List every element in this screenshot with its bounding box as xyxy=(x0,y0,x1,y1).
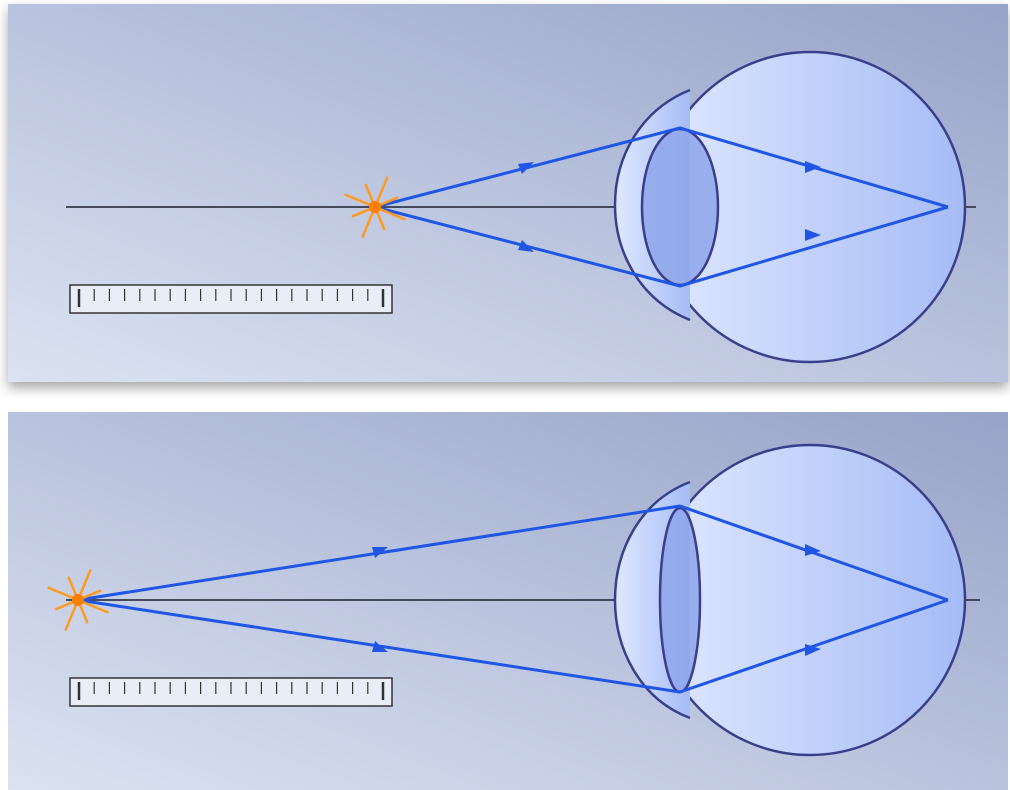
star-icon xyxy=(47,569,109,631)
ray-arrow xyxy=(372,547,388,558)
ruler xyxy=(69,284,393,314)
lens-thin xyxy=(658,506,702,694)
ray-lower xyxy=(374,205,949,288)
panel-far-object xyxy=(8,412,1008,790)
ray-arrow xyxy=(805,161,821,173)
ray-arrow xyxy=(518,162,534,174)
light-rays xyxy=(374,126,949,288)
light-rays xyxy=(77,504,949,694)
ray-upper xyxy=(374,126,949,209)
lens-thick xyxy=(640,127,720,287)
ray-upper xyxy=(77,504,949,602)
ray-arrow xyxy=(518,240,534,252)
eyeball-outline xyxy=(653,443,967,757)
ray-arrow xyxy=(372,641,388,652)
eyeball xyxy=(613,443,967,757)
ray-lower xyxy=(77,598,949,694)
ruler xyxy=(69,677,393,707)
star-core xyxy=(72,594,84,606)
ray-arrow xyxy=(805,229,821,241)
star-core xyxy=(369,201,381,213)
ray-arrow xyxy=(805,544,821,556)
panel-near-object xyxy=(8,4,1008,382)
ray-arrow xyxy=(805,644,821,656)
star-icon xyxy=(344,176,406,238)
